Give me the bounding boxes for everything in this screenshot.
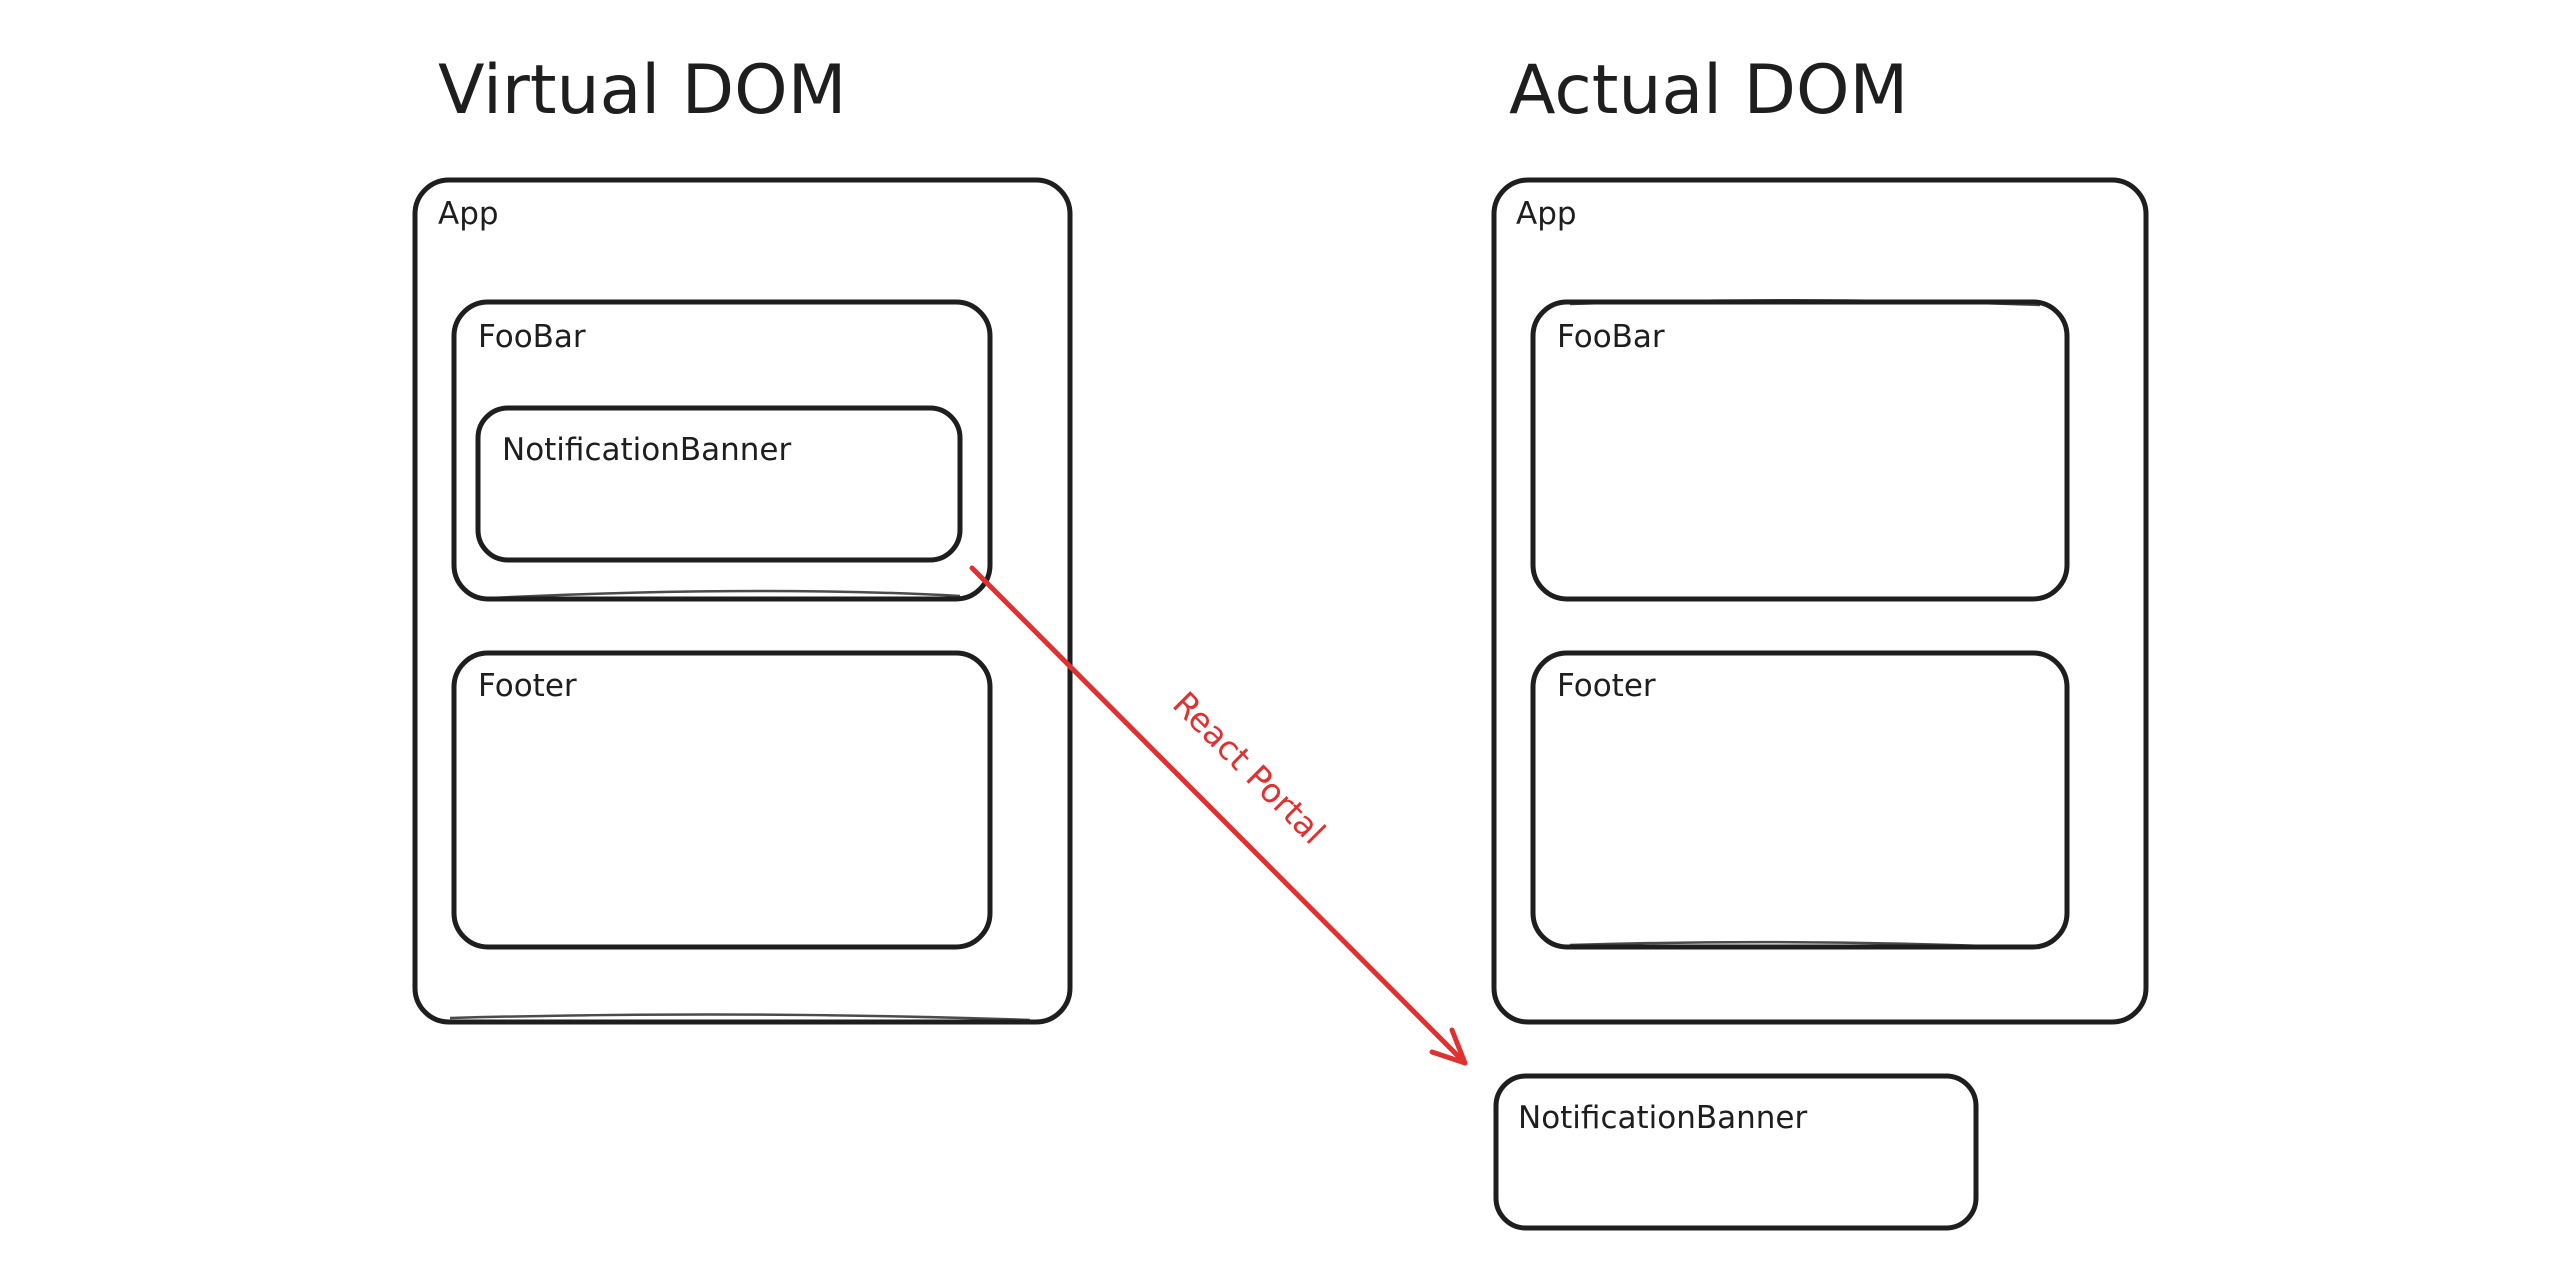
virtual-footer-label: Footer — [478, 668, 577, 704]
react-portal-arrow — [969, 565, 1468, 1066]
arrowhead-icon — [1429, 1027, 1468, 1066]
virtual-notification-banner-label: NotificationBanner — [502, 432, 792, 468]
actual-footer-box: Footer — [1530, 650, 2070, 950]
actual-foobar-box: FooBar — [1530, 298, 2070, 602]
react-portal-label: React Portal — [1165, 684, 1333, 852]
virtual-footer-box: Footer — [451, 650, 993, 950]
virtual-notification-banner-box: NotificationBanner — [475, 405, 963, 563]
actual-footer-label: Footer — [1557, 668, 1656, 704]
virtual-app-box: App — [412, 177, 1073, 1025]
actual-dom-title: Actual DOM — [1509, 51, 1908, 130]
virtual-dom-title: Virtual DOM — [438, 51, 846, 130]
actual-notification-banner-label: NotificationBanner — [1518, 1100, 1808, 1136]
actual-foobar-label: FooBar — [1557, 319, 1665, 355]
actual-notification-banner-box: NotificationBanner — [1493, 1073, 1979, 1231]
virtual-app-label: App — [438, 196, 499, 232]
virtual-foobar-label: FooBar — [478, 319, 586, 355]
virtual-foobar-box: FooBar — [451, 299, 993, 602]
actual-app-box: App — [1491, 177, 2149, 1025]
actual-app-label: App — [1516, 196, 1577, 232]
